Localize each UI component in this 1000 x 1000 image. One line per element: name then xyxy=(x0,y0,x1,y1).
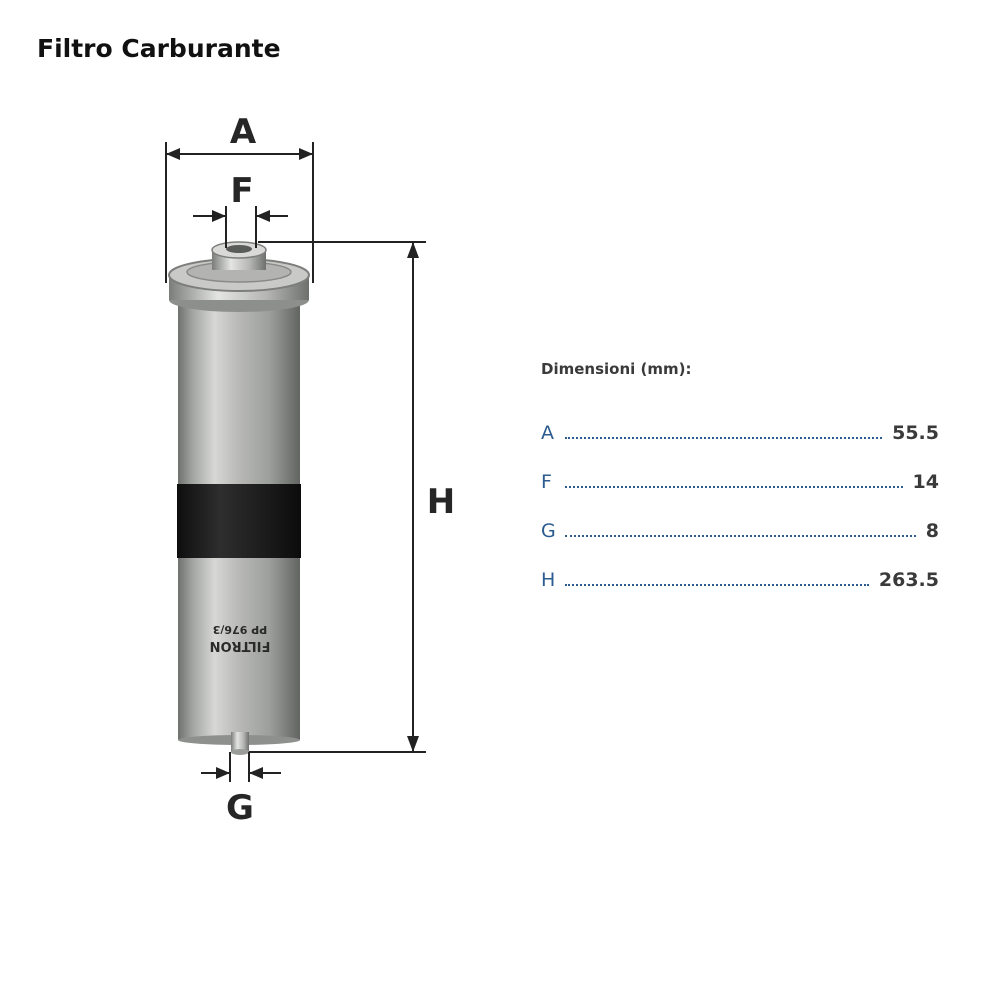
dimensions-panel: Dimensioni (mm): A 55.5 F 14 G 8 H 263.5 xyxy=(541,360,939,618)
dim-label-a: A xyxy=(230,112,257,152)
dim-a-arrow-right xyxy=(299,148,313,160)
dimension-value: 14 xyxy=(912,471,939,493)
dimension-value: 263.5 xyxy=(878,569,939,591)
dimension-arrows xyxy=(166,148,419,779)
dotted-leader xyxy=(565,486,903,488)
dimension-value: 55.5 xyxy=(892,422,939,444)
page-title: Filtro Carburante xyxy=(37,34,281,63)
dim-h-arrow-top xyxy=(407,242,419,258)
dimensions-heading: Dimensioni (mm): xyxy=(541,360,692,378)
dimension-key: A xyxy=(541,422,554,444)
outlet-nozzle xyxy=(231,732,249,752)
dim-f-arrow-left xyxy=(212,210,226,222)
canister-band xyxy=(177,484,301,558)
dimension-row-f: F 14 xyxy=(541,471,939,520)
dim-h-arrow-bottom xyxy=(407,736,419,752)
dimension-key: F xyxy=(541,471,552,493)
dim-label-g: G xyxy=(226,788,254,828)
dimension-value: 8 xyxy=(925,520,939,542)
dimension-row-h: H 263.5 xyxy=(541,569,939,618)
inlet-hole xyxy=(226,245,252,253)
dimension-key: G xyxy=(541,520,556,542)
dotted-leader xyxy=(565,535,916,537)
brand-print: FILTRON xyxy=(210,638,271,653)
dim-a-arrow-left xyxy=(166,148,180,160)
dimension-lines xyxy=(165,142,426,782)
dim-f-arrow-right xyxy=(256,210,270,222)
dim-g-arrow-right xyxy=(249,767,263,779)
dotted-leader xyxy=(565,437,883,439)
model-print: PP 976/3 xyxy=(213,623,268,636)
dimension-key: H xyxy=(541,569,556,591)
dim-g-arrow-left xyxy=(216,767,230,779)
dim-label-f: F xyxy=(230,171,253,211)
dim-label-h: H xyxy=(427,482,455,522)
dimension-row-a: A 55.5 xyxy=(541,422,939,471)
outlet-nozzle-tip xyxy=(231,749,249,755)
dimension-row-g: G 8 xyxy=(541,520,939,569)
dotted-leader xyxy=(565,584,869,586)
filter-canister: FILTRON PP 976/3 xyxy=(168,241,310,755)
